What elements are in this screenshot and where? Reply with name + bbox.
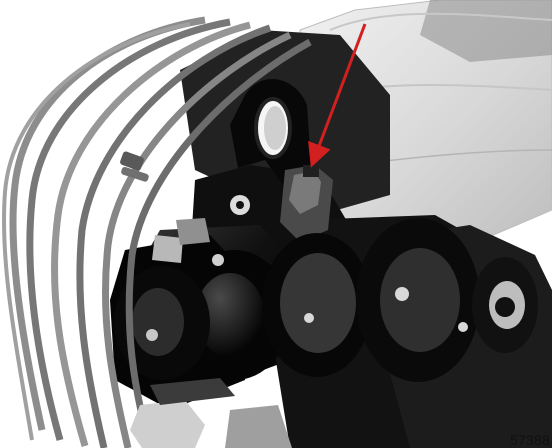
- figure-number: 57388: [510, 432, 550, 448]
